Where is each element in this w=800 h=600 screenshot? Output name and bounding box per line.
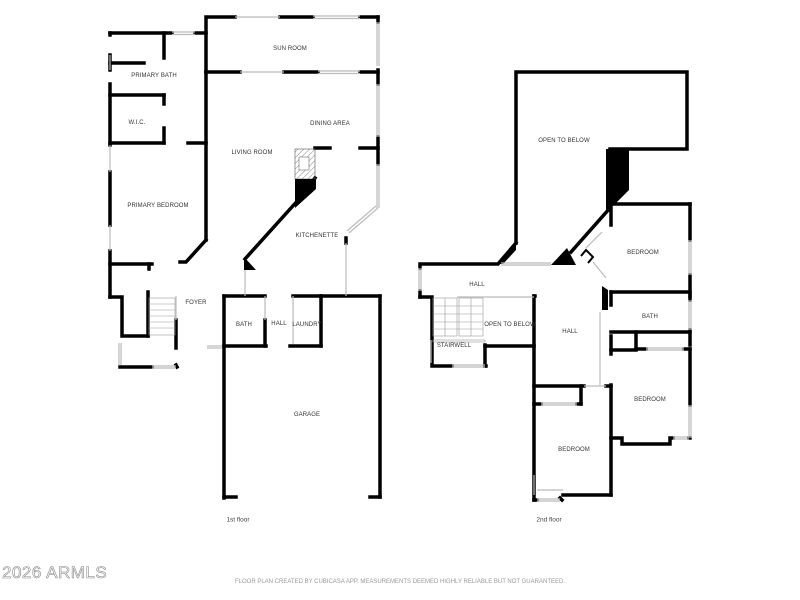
room-label-open-to-below-main: OPEN TO BELOW <box>538 138 590 144</box>
first-floor-windows <box>109 15 380 369</box>
room-label-living-room: LIVING ROOM <box>231 150 273 156</box>
room-label-primary-bath: PRIMARY BATH <box>131 73 177 79</box>
floor-label-second: 2nd floor <box>536 516 562 524</box>
room-label-wic: W.I.C. <box>128 120 146 126</box>
room-label-stairwell: STAIRWELL <box>436 343 472 349</box>
room-label-bedroom-2: BEDROOM <box>634 397 666 403</box>
floor-label-first: 1st floor <box>226 516 250 524</box>
room-label-garage: GARAGE <box>293 412 321 418</box>
room-label-open-to-below-stair: OPEN TO BELOW <box>484 322 536 328</box>
room-label-dining-area: DINING AREA <box>310 121 350 127</box>
room-label-foyer: FOYER <box>185 300 207 306</box>
wall-corner-top <box>498 243 516 264</box>
room-label-hall-upper: HALL <box>469 282 485 288</box>
room-label-sun-room: SUN ROOM <box>273 46 307 52</box>
room-label-primary-bedroom: PRIMARY BEDROOM <box>127 203 189 209</box>
room-label-kitchenette: KITCHENETTE <box>295 233 339 239</box>
room-label-bath-upper: BATH <box>642 314 658 320</box>
fireplace-base <box>295 179 316 208</box>
room-label-laundry: LAUNDRY <box>292 322 322 328</box>
room-label-bath: BATH <box>236 322 252 328</box>
door-frame <box>580 248 595 264</box>
first-floor-plan <box>108 15 382 500</box>
disclaimer: FLOOR PLAN CREATED BY CUBICASA APP. MEAS… <box>235 579 565 585</box>
room-label-bedroom-1: BEDROOM <box>627 250 659 256</box>
room-label-hall: HALL <box>271 321 287 327</box>
second-floor-plan <box>418 70 692 503</box>
chase-block <box>606 149 629 210</box>
wall-stub <box>602 286 608 310</box>
wall-corner-block <box>551 248 576 265</box>
second-floor-staircase <box>432 297 486 343</box>
first-floor-staircase <box>148 297 176 336</box>
watermark: 2026 ARMLS <box>2 563 108 583</box>
wall-end-marker <box>244 257 256 270</box>
second-floor-windows <box>418 231 692 502</box>
room-label-hall-center: HALL <box>562 329 578 335</box>
room-label-bedroom-3: BEDROOM <box>558 447 590 453</box>
